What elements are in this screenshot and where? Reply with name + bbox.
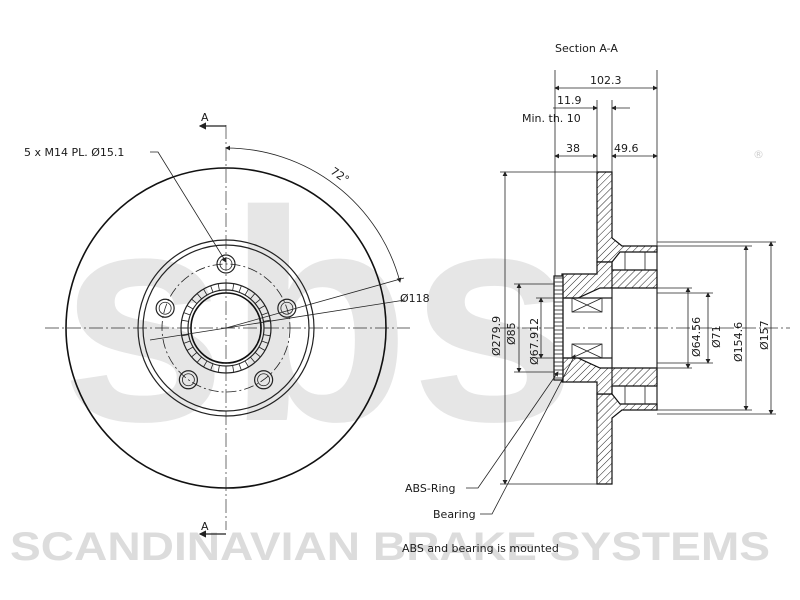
pcd-leader <box>149 299 406 341</box>
angle-ray <box>225 277 405 329</box>
spline-tooth <box>186 346 194 351</box>
bolt-hole-thread <box>158 301 172 315</box>
abs-ring-leader <box>466 371 559 489</box>
spline-tooth <box>232 283 235 291</box>
spline-tooth <box>186 305 194 310</box>
spline-tooth <box>183 312 191 316</box>
angle-arc <box>225 145 402 283</box>
dia-disc-label: Ø279.9 <box>490 316 503 356</box>
dim-disc-thickness-label: 11.9 <box>557 94 582 107</box>
bolt-hole-thread <box>181 373 195 387</box>
spline-tooth <box>181 334 189 337</box>
spline-tooth <box>250 293 256 300</box>
section-marker-top: A <box>201 111 209 124</box>
disc-ring-lower <box>596 393 658 485</box>
spline-tooth <box>191 298 198 304</box>
registered-mark: ® <box>753 148 764 161</box>
dim-hub-offset-label: 38 <box>566 142 580 155</box>
spline-tooth <box>254 298 261 304</box>
spline-tooth <box>183 340 191 344</box>
bolt-hole <box>155 298 175 318</box>
bolt-hole <box>254 370 274 390</box>
dim-overall-width-label: 102.3 <box>590 74 622 87</box>
spline-tooth <box>244 360 249 368</box>
dia-1546-label: Ø154.6 <box>732 322 745 362</box>
spline-tooth <box>238 363 242 371</box>
bolt-hole-thread <box>257 373 271 387</box>
spline-tooth <box>210 363 214 371</box>
dia-157-label: Ø157 <box>758 320 771 350</box>
spline-tooth <box>238 285 242 293</box>
spline-tooth <box>210 285 214 293</box>
spline-tooth <box>196 356 202 363</box>
watermark-company: SCANDINAVIAN BRAKE SYSTEMS <box>10 525 770 569</box>
front-view: A A 5 x M14 PL. Ø15.1 72° Ø118 <box>24 111 430 538</box>
center-bore <box>190 292 262 364</box>
spline-tooth <box>232 365 235 373</box>
dia-6456-label: Ø64.56 <box>690 317 703 357</box>
spline-tooth <box>258 305 266 310</box>
spline-teeth <box>181 283 271 373</box>
dia-85-label: Ø85 <box>505 322 518 345</box>
dim-hub-depth-label: 49.6 <box>614 142 639 155</box>
bearing-label: Bearing <box>433 508 476 521</box>
spline-tooth <box>203 288 208 296</box>
spline-tooth <box>217 283 220 291</box>
spline-tooth <box>263 334 271 337</box>
dia-71-label: Ø71 <box>710 325 723 348</box>
spline-tooth <box>191 352 198 358</box>
bearing-rollers <box>571 297 603 359</box>
watermark: sbs ® SCANDINAVIAN BRAKE SYSTEMS <box>10 148 770 569</box>
spline-tooth <box>261 340 269 344</box>
mounted-note: ABS and bearing is mounted <box>402 542 559 555</box>
spline-tooth <box>261 312 269 316</box>
spline-tooth <box>244 288 249 296</box>
bolt-holes-label: 5 x M14 PL. Ø15.1 <box>24 146 124 159</box>
spline-tooth <box>217 365 220 373</box>
abs-ring <box>553 275 564 381</box>
bolt-hole <box>178 370 198 390</box>
bearing-leader <box>480 354 576 515</box>
spline-tooth <box>263 319 271 322</box>
spline-tooth <box>203 360 208 368</box>
bolt-hole-thread <box>280 301 294 315</box>
section-marker-bottom: A <box>201 520 209 533</box>
bolt-hole-leader <box>150 151 227 263</box>
section-view: Section A-A <box>402 42 790 555</box>
pcd-label: Ø118 <box>400 292 430 305</box>
spline-tooth <box>181 319 189 322</box>
spline-tooth <box>196 293 202 300</box>
spline-tooth <box>258 346 266 351</box>
dim-min-thickness-label: Min. th. 10 <box>522 112 581 125</box>
abs-ring-label: ABS-Ring <box>405 482 455 495</box>
abs-ring-teeth <box>554 277 563 379</box>
spline-tooth <box>254 352 261 358</box>
disc-ring-upper <box>596 171 658 263</box>
dia-67912-label: Ø67.912 <box>528 318 541 365</box>
spline-tooth <box>250 356 256 363</box>
section-title: Section A-A <box>555 42 618 55</box>
